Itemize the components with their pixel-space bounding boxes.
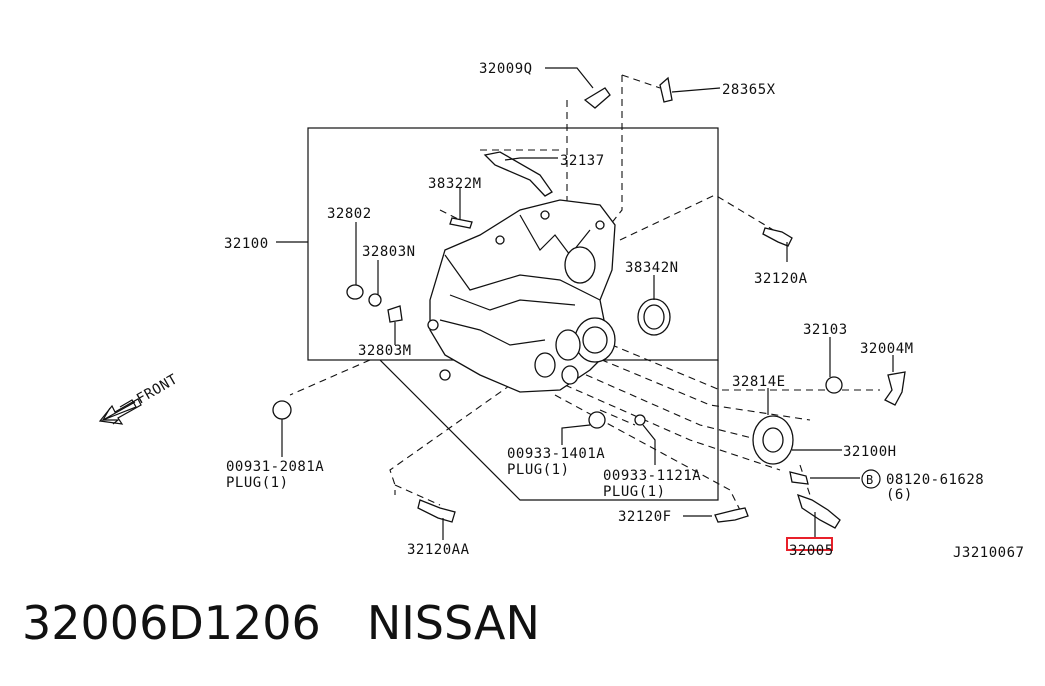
label-plug-2: PLUG(1)	[507, 462, 570, 478]
highlight-box-32005	[786, 537, 833, 551]
label-32103: 32103	[803, 322, 848, 338]
part-labels: 32009Q 28365X 32137 38322M 32802 32100 3…	[134, 61, 1024, 561]
lower-frame	[379, 359, 719, 501]
label-00933-1401A: 00933-1401A	[507, 446, 605, 462]
brand-name: NISSAN	[366, 596, 540, 650]
dashed-leaders	[289, 74, 880, 511]
label-38322M: 38322M	[428, 176, 482, 192]
label-32137: 32137	[560, 153, 605, 169]
label-plug-3: PLUG(1)	[603, 484, 666, 500]
small-parts	[272, 76, 906, 529]
label-00931-2081A: 00931-2081A	[226, 459, 324, 475]
label-32803N: 32803N	[362, 244, 416, 260]
label-00933-1121A: 00933-1121A	[603, 468, 701, 484]
label-32120A: 32120A	[754, 271, 808, 287]
label-32004M: 32004M	[860, 341, 914, 357]
label-front: FRONT	[134, 371, 181, 407]
label-28365X: 28365X	[722, 82, 776, 98]
label-32005: 32005	[789, 543, 834, 559]
label-32100H: 32100H	[843, 444, 897, 460]
label-32120F: 32120F	[618, 509, 672, 525]
bolt-marker-circle	[861, 469, 881, 489]
label-32802: 32802	[327, 206, 372, 222]
label-32009Q: 32009Q	[479, 61, 533, 77]
label-32803M: 32803M	[358, 343, 412, 359]
front-direction-arrow	[98, 398, 142, 425]
label-38342N: 38342N	[625, 260, 679, 276]
label-plug-1: PLUG(1)	[226, 475, 289, 491]
label-32814E: 32814E	[732, 374, 786, 390]
label-32100: 32100	[224, 236, 269, 252]
label-qty-6: (6)	[886, 487, 913, 503]
part-caption: 32006D1206 NISSAN	[22, 596, 586, 650]
transmission-housing	[427, 199, 616, 393]
part-number: 32006D1206	[22, 596, 321, 650]
diagram-reference-code: J3210067	[953, 545, 1024, 561]
label-32120AA: 32120AA	[407, 542, 470, 558]
label-bolt-marker: B	[866, 473, 874, 487]
label-08120-61628: 08120-61628	[886, 472, 984, 488]
label-leaders	[276, 67, 894, 540]
